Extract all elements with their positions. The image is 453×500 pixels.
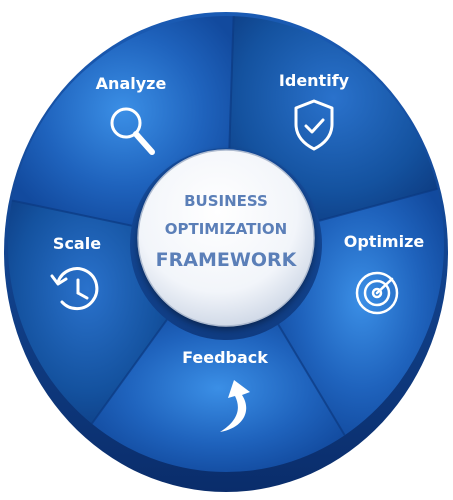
segment-feedback [91, 319, 345, 472]
segment-divider [228, 16, 235, 149]
center-title-line1: BUSINESS [184, 192, 268, 210]
segments-group [8, 15, 444, 472]
center-hub [138, 150, 314, 326]
segment-divider [318, 187, 438, 222]
radar-icon [355, 271, 399, 315]
segment-optimize [278, 188, 444, 436]
shield-check-icon [294, 99, 334, 151]
center-title-line3: FRAMEWORK [156, 249, 298, 271]
magnifier-icon [110, 107, 155, 155]
segment-label-feedback: Feedback [182, 348, 268, 367]
divider-lines [11, 16, 438, 436]
segment-label-scale: Scale [53, 234, 101, 253]
center-title-line2: OPTIMIZATION [165, 220, 288, 238]
segment-scale [8, 200, 167, 424]
center-hub-ring [137, 149, 315, 327]
segment-label-optimize: Optimize [344, 232, 425, 251]
curved-arrow-icon [220, 380, 250, 432]
segment-label-identify: Identify [279, 71, 350, 90]
segment-label-analyze: Analyze [96, 74, 167, 93]
segment-divider [11, 199, 132, 227]
segment-divider [277, 323, 346, 436]
history-clock-icon [50, 267, 99, 311]
segment-analyze [12, 15, 234, 226]
segment-divider [90, 319, 168, 425]
